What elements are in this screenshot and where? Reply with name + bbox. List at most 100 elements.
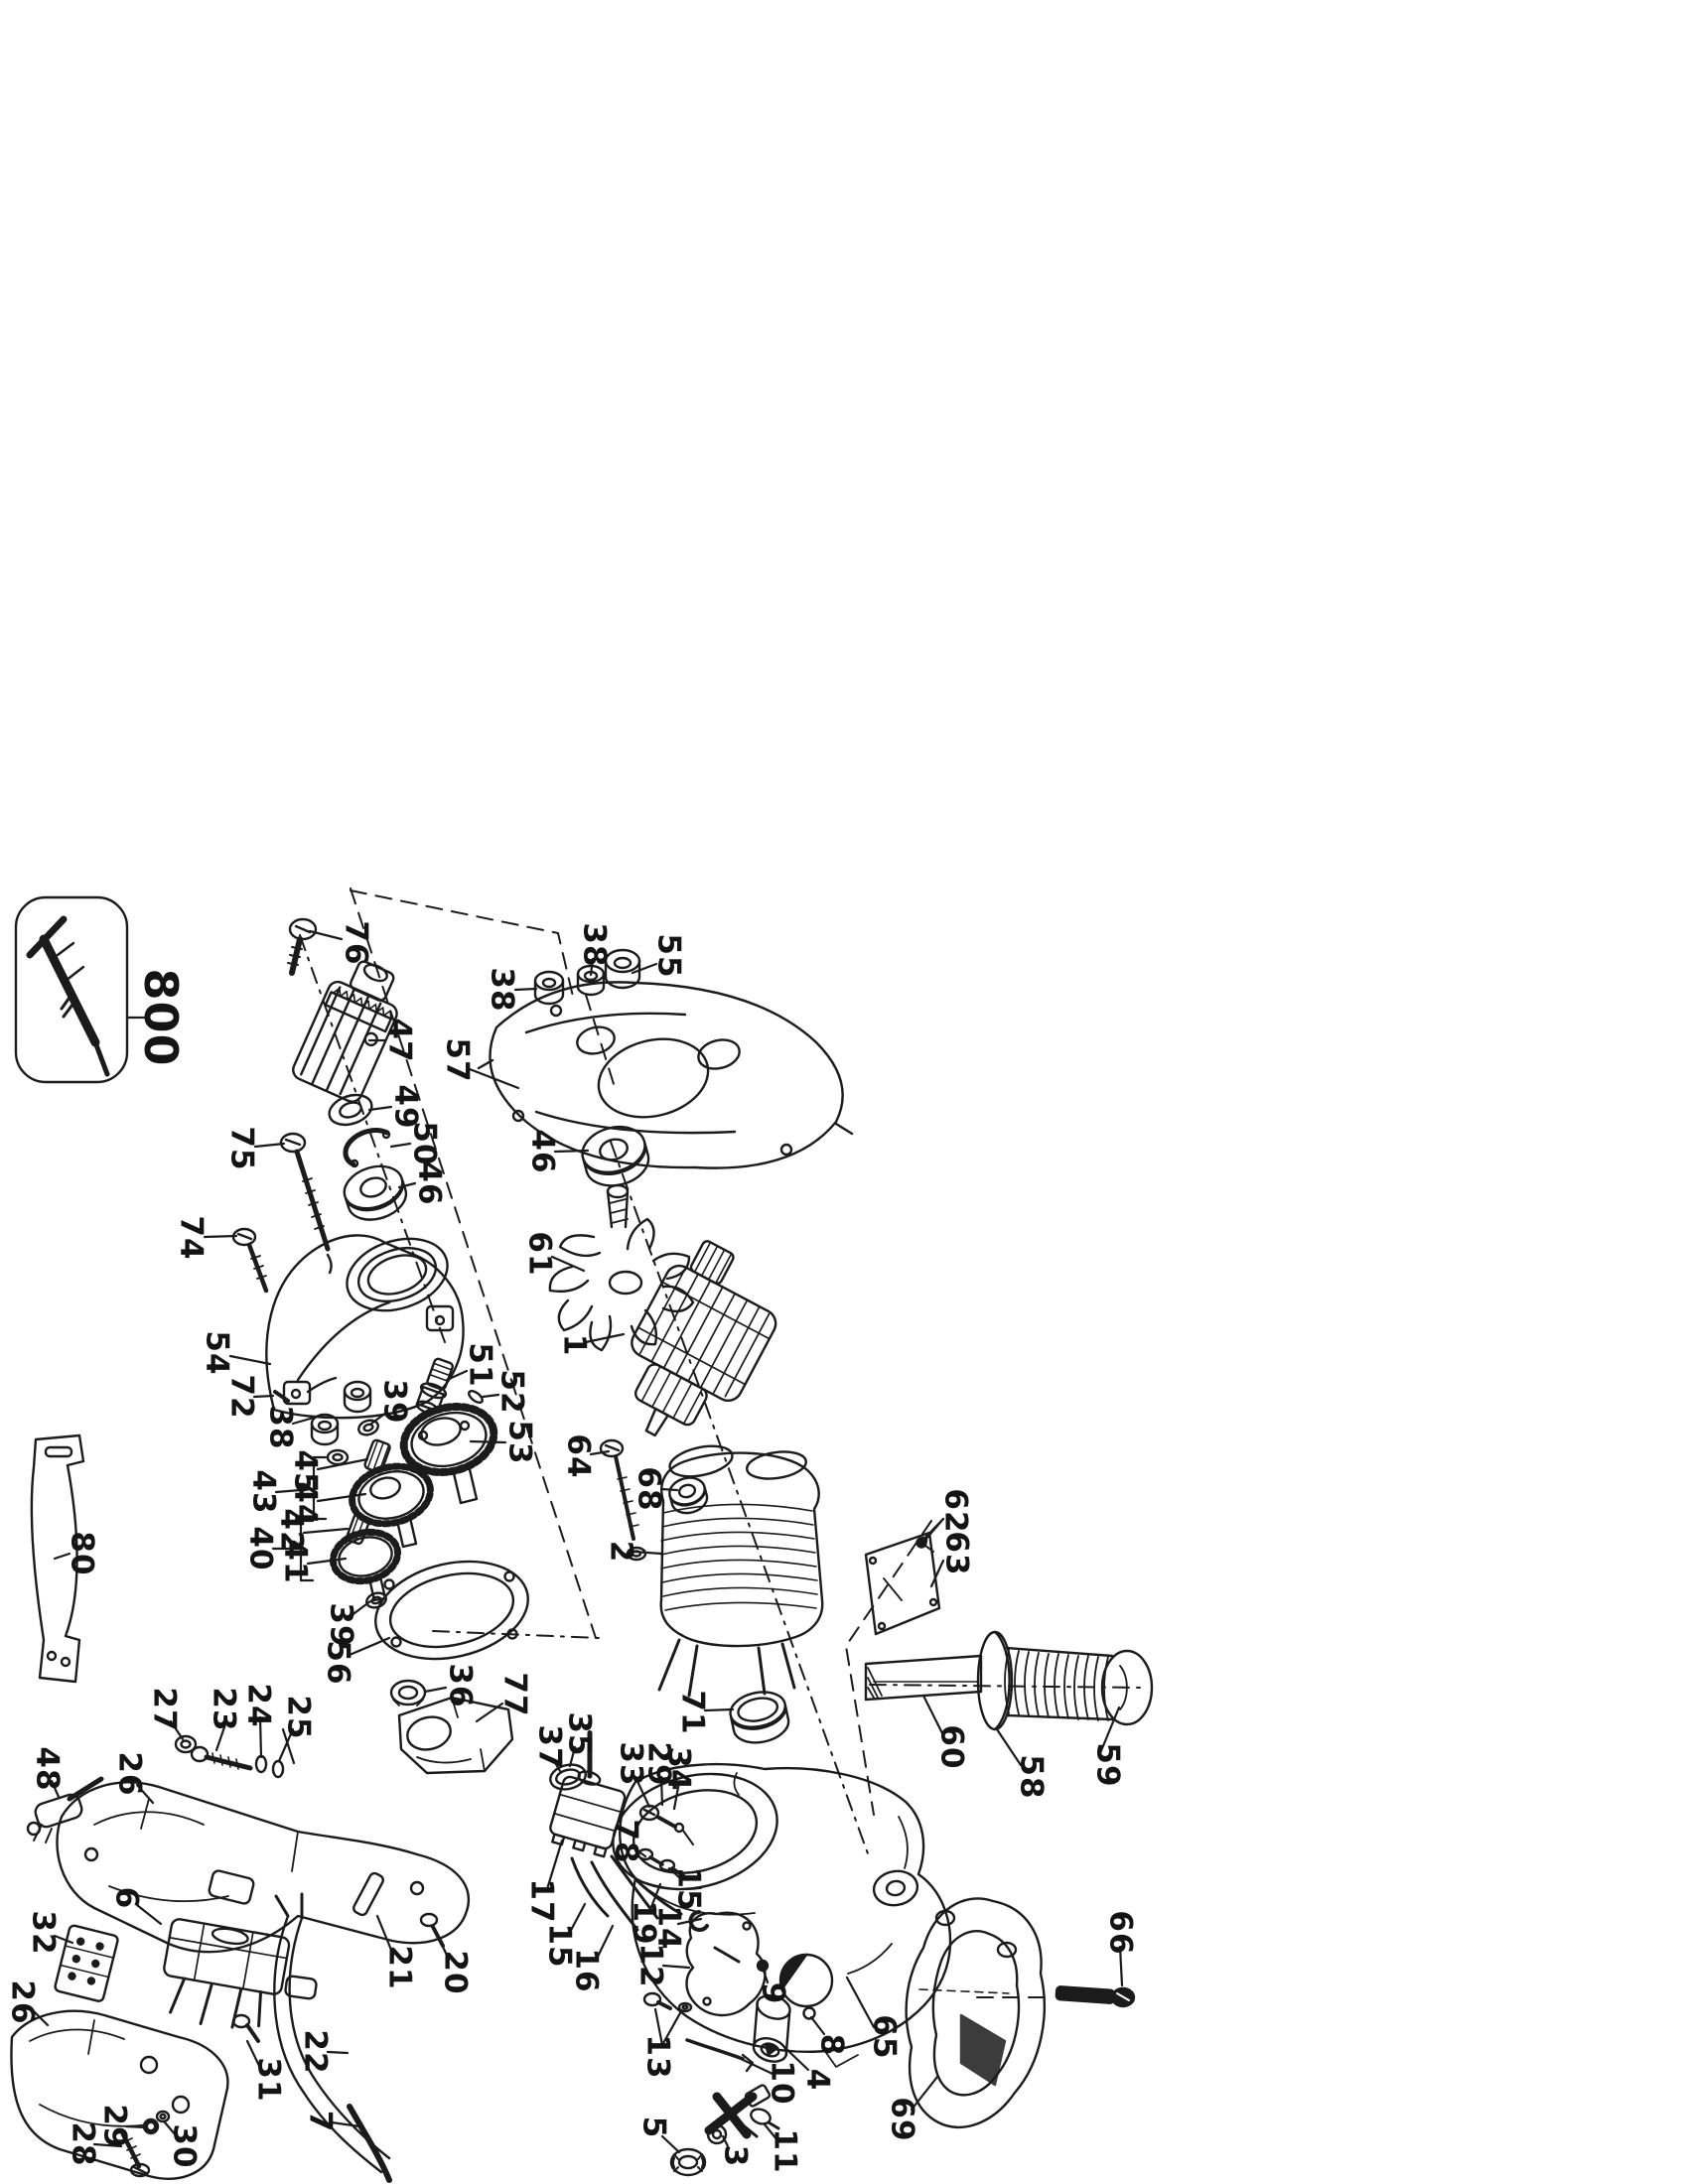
part-label-7: 7 [302, 2110, 339, 2133]
terminal-block-32-drawing [54, 1924, 119, 2002]
part-label-26: 26 [4, 1979, 41, 2025]
part-label-31: 31 [250, 2057, 287, 2103]
handle-housing-26a-drawing [56, 1781, 470, 1954]
part-label-8: 8 [813, 2033, 850, 2057]
switch-17-drawing [549, 1729, 659, 1932]
bearing-46-drawing [343, 1164, 408, 1221]
part-label-27: 27 [146, 1687, 183, 1732]
part-label-3: 3 [717, 2144, 754, 2168]
gearbox-housing-54-drawing [265, 1234, 465, 1420]
wire-10-drawing [685, 2038, 755, 2073]
part-label-46: 46 [411, 1160, 448, 1206]
screw-13-drawing [642, 1991, 693, 2013]
part-label-59: 59 [1089, 1742, 1126, 1788]
bushings-38-55-drawing [533, 948, 641, 1006]
screw-28-drawing [120, 2131, 151, 2178]
part-label-53: 53 [501, 1420, 538, 1465]
gear-53-drawing [399, 1403, 498, 1505]
part-label-47: 47 [381, 1018, 418, 1063]
part-label-78: 78 [608, 1819, 644, 1864]
gearcase-cover-57-drawing [477, 981, 854, 1169]
part-label-6: 6 [108, 1886, 145, 1910]
handle-housing-26b-drawing [10, 2009, 229, 2180]
washer-39a-drawing [357, 1419, 379, 1436]
nut-27-drawing [174, 1734, 198, 1754]
part-label-16: 16 [568, 1948, 605, 1993]
part-label-15: 15 [670, 1866, 707, 1912]
nut-36-drawing [389, 1679, 427, 1706]
part-label-41: 41 [277, 1539, 314, 1584]
part-label-40: 40 [242, 1526, 279, 1571]
part-label-38: 38 [576, 922, 613, 968]
strap-80-drawing [30, 1433, 85, 1684]
screw-33-29-34-drawing [638, 1804, 694, 1845]
pin-72-drawing [273, 1390, 290, 1403]
screw-76-drawing [287, 917, 318, 976]
brush-assembly-3-drawing [704, 2084, 772, 2145]
part-label-36: 36 [442, 1663, 479, 1708]
part-label-25: 25 [280, 1695, 317, 1740]
bracket-77-drawing [397, 1696, 514, 1775]
part-label-77: 77 [496, 1672, 533, 1717]
part-label-21: 21 [381, 1945, 418, 1990]
part-label-17: 17 [523, 1878, 560, 1924]
part-label-800: 800 [134, 968, 188, 1067]
screw-23-drawing [190, 1745, 253, 1771]
handle-cover-69-drawing [905, 1897, 1047, 2129]
part-label-75: 75 [223, 1126, 260, 1171]
part-label-32: 32 [25, 1910, 62, 1956]
part-label-61: 61 [521, 1231, 558, 1277]
part-label-30: 30 [166, 2123, 203, 2169]
part-label-39: 39 [376, 1379, 413, 1425]
retaining-ring-50-drawing [343, 1128, 391, 1168]
leader-lines [31, 929, 1124, 2154]
part-label-60: 60 [933, 1724, 970, 1770]
wire-clip-19-14-drawing [633, 1877, 709, 1932]
screw-66-drawing [1055, 1985, 1136, 2008]
part-label-57: 57 [439, 1037, 476, 1083]
part-label-1: 1 [556, 1333, 593, 1357]
part-label-65: 65 [866, 2014, 903, 2060]
bearing-46b-drawing [581, 1125, 650, 1187]
part-label-56: 56 [320, 1640, 356, 1686]
part-label-72: 72 [223, 1374, 260, 1420]
part-label-24: 24 [240, 1683, 277, 1728]
part-label-52: 52 [493, 1369, 530, 1415]
part-label-51: 51 [462, 1342, 498, 1388]
part-label-28: 28 [65, 2121, 101, 2167]
part-label-20: 20 [437, 1950, 474, 1995]
part-label-71: 71 [674, 1690, 711, 1735]
part-label-23: 23 [206, 1687, 242, 1732]
part-label-74: 74 [173, 1215, 210, 1261]
bearing-68-drawing [668, 1476, 709, 1515]
field-2-drawing [657, 1444, 824, 1698]
key-52-drawing [468, 1389, 484, 1405]
part-label-2: 2 [603, 1540, 639, 1564]
construction-lines [299, 887, 1145, 1998]
gear-44-drawing [349, 1462, 434, 1549]
inset-box-chuck-key [14, 895, 129, 1084]
fan-61-drawing [548, 1183, 695, 1352]
chuck-47-drawing [292, 960, 398, 1103]
part-label-22: 22 [297, 2029, 334, 2075]
part-label-76: 76 [338, 920, 374, 966]
part-label-62: 62 [937, 1488, 974, 1534]
dot-9-drawing [756, 1959, 770, 1973]
part-label-38: 38 [484, 967, 520, 1013]
part-label-64: 64 [560, 1433, 597, 1479]
armature-1-drawing [631, 1240, 777, 1437]
part-label-55: 55 [650, 933, 687, 979]
nut-5-drawing [669, 2147, 707, 2177]
part-label-54: 54 [199, 1330, 235, 1376]
ball-8-drawing [802, 2006, 816, 2020]
cap-11-drawing [750, 2108, 780, 2130]
side-handle-drawing [864, 1630, 1154, 1731]
part-label-4: 4 [799, 2068, 836, 2092]
screw-31-drawing [231, 2013, 260, 2043]
motor-housing-65-drawing [612, 1762, 952, 2068]
part-label-37: 37 [531, 1724, 568, 1770]
part-label-66: 66 [1102, 1910, 1139, 1956]
part-label-29: 29 [96, 2104, 133, 2149]
